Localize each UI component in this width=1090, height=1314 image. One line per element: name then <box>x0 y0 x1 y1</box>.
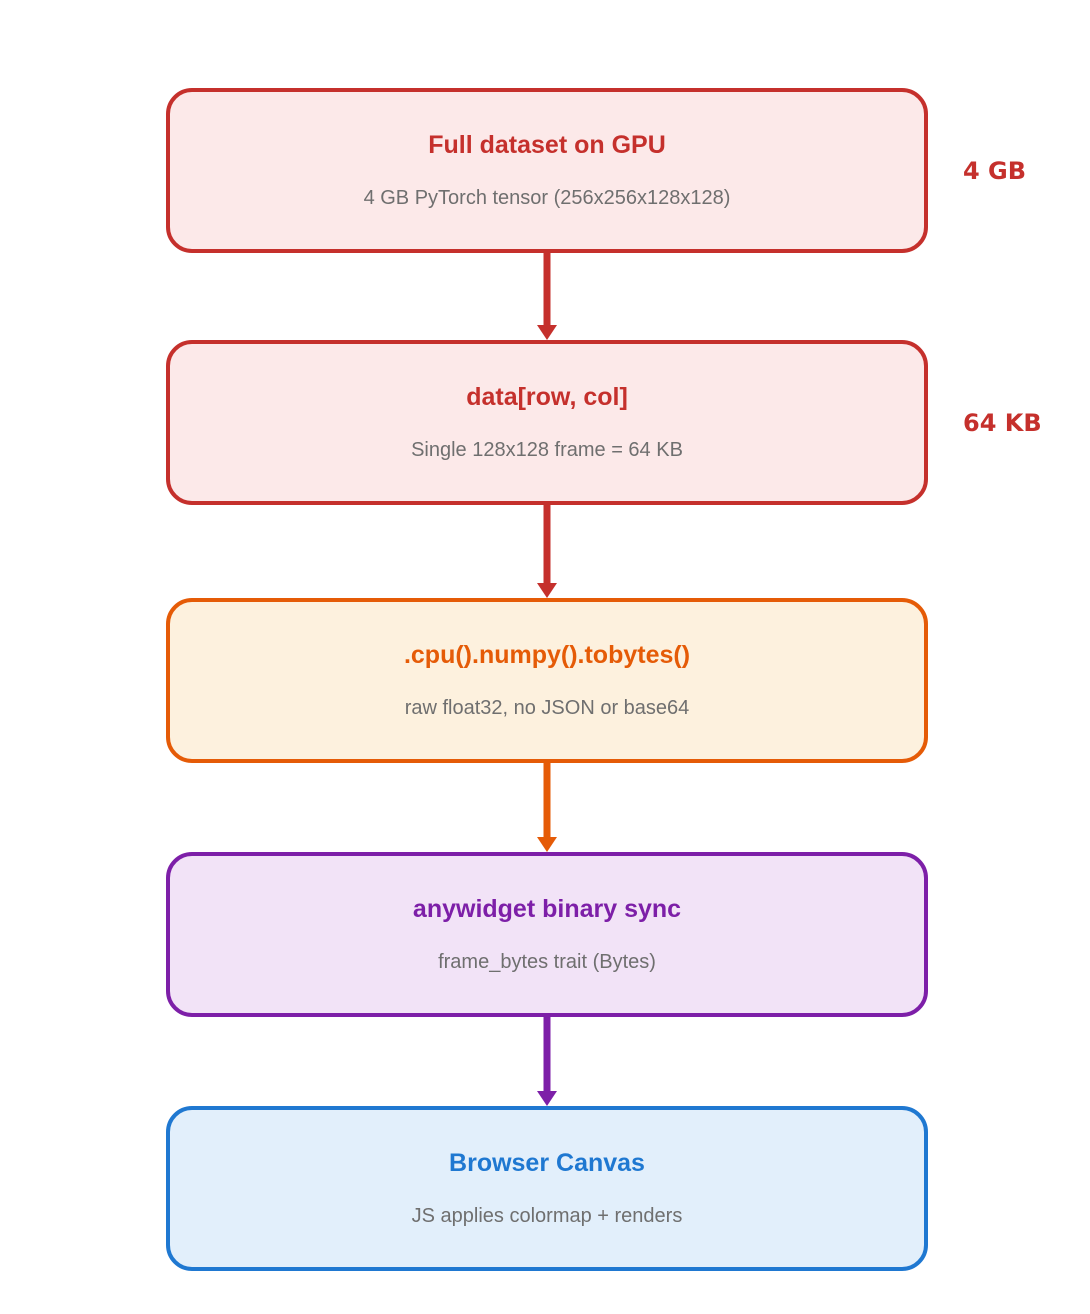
stage-subtitle: 4 GB PyTorch tensor (256x256x128x128) <box>363 187 731 210</box>
stage-subtitle: Single 128x128 frame = 64 KB <box>411 439 683 462</box>
stage-subtitle: frame_bytes trait (Bytes) <box>438 951 656 974</box>
down-arrow <box>535 760 559 852</box>
stage-title: anywidget binary sync <box>412 894 682 923</box>
gpu-size-label: 4 GB <box>963 156 1027 185</box>
stage-title: Browser Canvas <box>449 1148 645 1177</box>
arrow-shaft <box>543 502 551 587</box>
arrow-head-icon <box>537 583 557 598</box>
down-arrow <box>535 1014 559 1106</box>
stage-title: Full dataset on GPU <box>428 130 666 159</box>
arrow-head-icon <box>537 837 557 852</box>
stage-title: .cpu().numpy().tobytes() <box>403 640 691 669</box>
stage-subtitle: JS applies colormap + renders <box>411 1205 683 1228</box>
stage-subtitle: raw float32, no JSON or base64 <box>404 697 690 720</box>
down-arrow <box>535 502 559 598</box>
stage-title: data[row, col] <box>466 382 628 411</box>
down-arrow <box>535 250 559 340</box>
arrow-head-icon <box>537 1091 557 1106</box>
arrow-head-icon <box>537 325 557 340</box>
stage-browser-canvas: Browser Canvas JS applies colormap + ren… <box>166 1106 928 1271</box>
arrow-shaft <box>543 250 551 329</box>
stage-full-dataset-on-gpu: Full dataset on GPU 4 GB PyTorch tensor … <box>166 88 1026 340</box>
stage-box: anywidget binary sync frame_bytes trait … <box>166 852 928 1017</box>
stage-box: .cpu().numpy().tobytes() raw float32, no… <box>166 598 928 763</box>
arrow-shaft <box>543 760 551 841</box>
stage-anywidget-binary-sync: anywidget binary sync frame_bytes trait … <box>166 852 928 1106</box>
stage-box: data[row, col] Single 128x128 frame = 64… <box>166 340 928 505</box>
frame-size-label: 64 KB <box>963 408 1042 437</box>
stage-box: Full dataset on GPU 4 GB PyTorch tensor … <box>166 88 928 253</box>
stage-box: Browser Canvas JS applies colormap + ren… <box>166 1106 928 1271</box>
arrow-shaft <box>543 1014 551 1095</box>
stage-data-row-col: data[row, col] Single 128x128 frame = 64… <box>166 340 1042 598</box>
stage-cpu-numpy-tobytes: .cpu().numpy().tobytes() raw float32, no… <box>166 598 928 852</box>
